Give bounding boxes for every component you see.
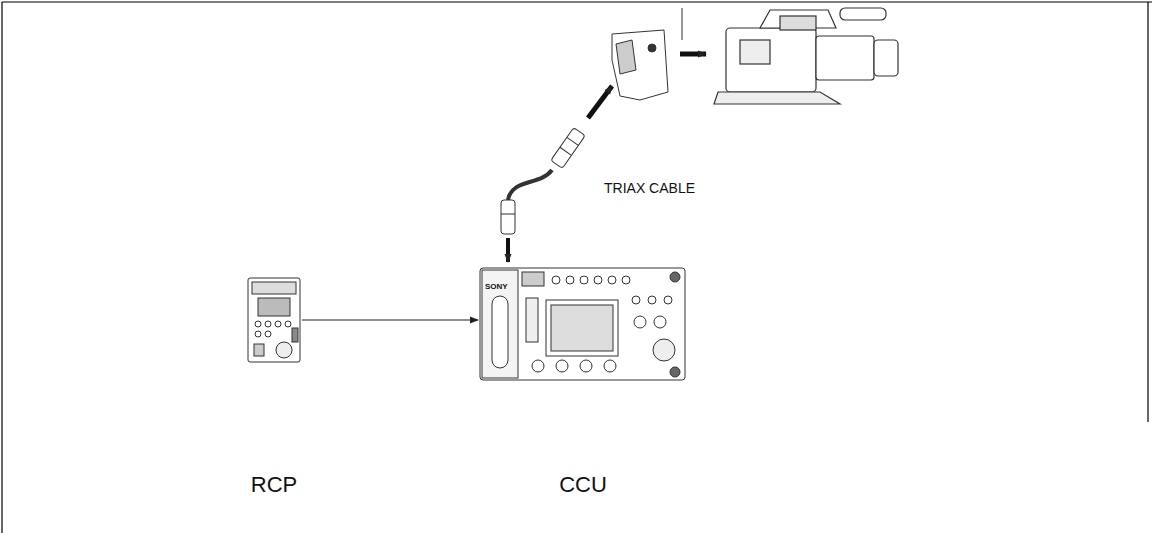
ccu-button bbox=[604, 360, 616, 372]
camera-microphone bbox=[840, 8, 886, 20]
ccu-knob bbox=[653, 339, 675, 361]
device-node: RCP bbox=[248, 276, 300, 498]
ccu-device bbox=[480, 268, 685, 380]
ccu-button bbox=[566, 276, 574, 284]
camera-lens-mount bbox=[816, 36, 874, 80]
rcp-knob bbox=[276, 342, 292, 358]
ccu-screw bbox=[670, 272, 680, 282]
ccu-screen bbox=[551, 305, 613, 351]
camera-body bbox=[726, 28, 816, 92]
rcp-button bbox=[275, 321, 281, 327]
ccu-button bbox=[622, 276, 630, 284]
adapter-body bbox=[612, 30, 668, 100]
ccu-button bbox=[556, 360, 568, 372]
adapter-socket bbox=[616, 40, 636, 74]
leader-line bbox=[682, 8, 683, 40]
camera bbox=[714, 8, 898, 104]
rcp-button bbox=[285, 321, 291, 327]
insert-arrow bbox=[506, 238, 510, 262]
ccu-screw bbox=[670, 367, 680, 377]
brand-logo: SONY bbox=[485, 282, 508, 291]
ccu-front-panel bbox=[482, 270, 518, 378]
ccu-button bbox=[664, 296, 672, 304]
plug-ridge bbox=[567, 137, 578, 145]
device-node: CCU bbox=[480, 266, 686, 498]
cable-plug bbox=[501, 200, 515, 234]
ccu-button bbox=[608, 276, 616, 284]
rcp-screen bbox=[258, 298, 290, 316]
frame-line bbox=[2, 1, 1152, 2]
ccu-button bbox=[634, 316, 646, 328]
frame-line bbox=[1, 2, 2, 533]
ccu-body bbox=[480, 268, 685, 380]
cable bbox=[508, 170, 552, 200]
device-label: RCP bbox=[248, 472, 300, 498]
camera-adapter bbox=[612, 8, 706, 100]
camera-panel bbox=[740, 40, 770, 64]
cable-plug-body bbox=[551, 128, 585, 169]
camera-lens bbox=[874, 40, 898, 76]
ccu-button bbox=[632, 296, 640, 304]
ccu-button bbox=[594, 276, 602, 284]
insert-arrow bbox=[588, 86, 612, 118]
cable-label: TRIAX CABLE bbox=[604, 180, 695, 196]
ccu-button bbox=[648, 296, 656, 304]
ccu-button bbox=[580, 276, 588, 284]
device-label: CCU bbox=[480, 472, 686, 498]
ccu-button bbox=[654, 316, 666, 328]
ccu-button bbox=[552, 276, 560, 284]
ccu-switch-column bbox=[526, 298, 538, 342]
rcp-button bbox=[255, 331, 261, 337]
rcp-switch bbox=[254, 344, 264, 356]
rcp-button bbox=[255, 321, 261, 327]
cable-plug bbox=[551, 128, 585, 169]
rcp-device bbox=[248, 278, 300, 362]
plug-ridge bbox=[560, 147, 571, 155]
triax-cable bbox=[501, 86, 612, 262]
plug-ridge bbox=[501, 214, 515, 215]
ccu-display bbox=[522, 272, 544, 286]
ccu-screen-frame bbox=[546, 300, 618, 356]
frame-line bbox=[1147, 2, 1148, 422]
rcp-lever bbox=[292, 328, 298, 342]
rcp-button bbox=[265, 331, 271, 337]
attach-arrow bbox=[680, 52, 706, 57]
camera-viewfinder bbox=[780, 16, 816, 30]
rcp-button bbox=[265, 321, 271, 327]
adapter-point bbox=[648, 44, 656, 52]
rcp-body bbox=[248, 278, 300, 362]
rcp-button-row bbox=[252, 282, 296, 294]
ccu-button bbox=[580, 360, 592, 372]
ccu-handle bbox=[492, 296, 508, 368]
ccu-button bbox=[532, 360, 544, 372]
connection-arrow bbox=[302, 319, 478, 320]
camera-shoulder-pad bbox=[714, 92, 840, 104]
